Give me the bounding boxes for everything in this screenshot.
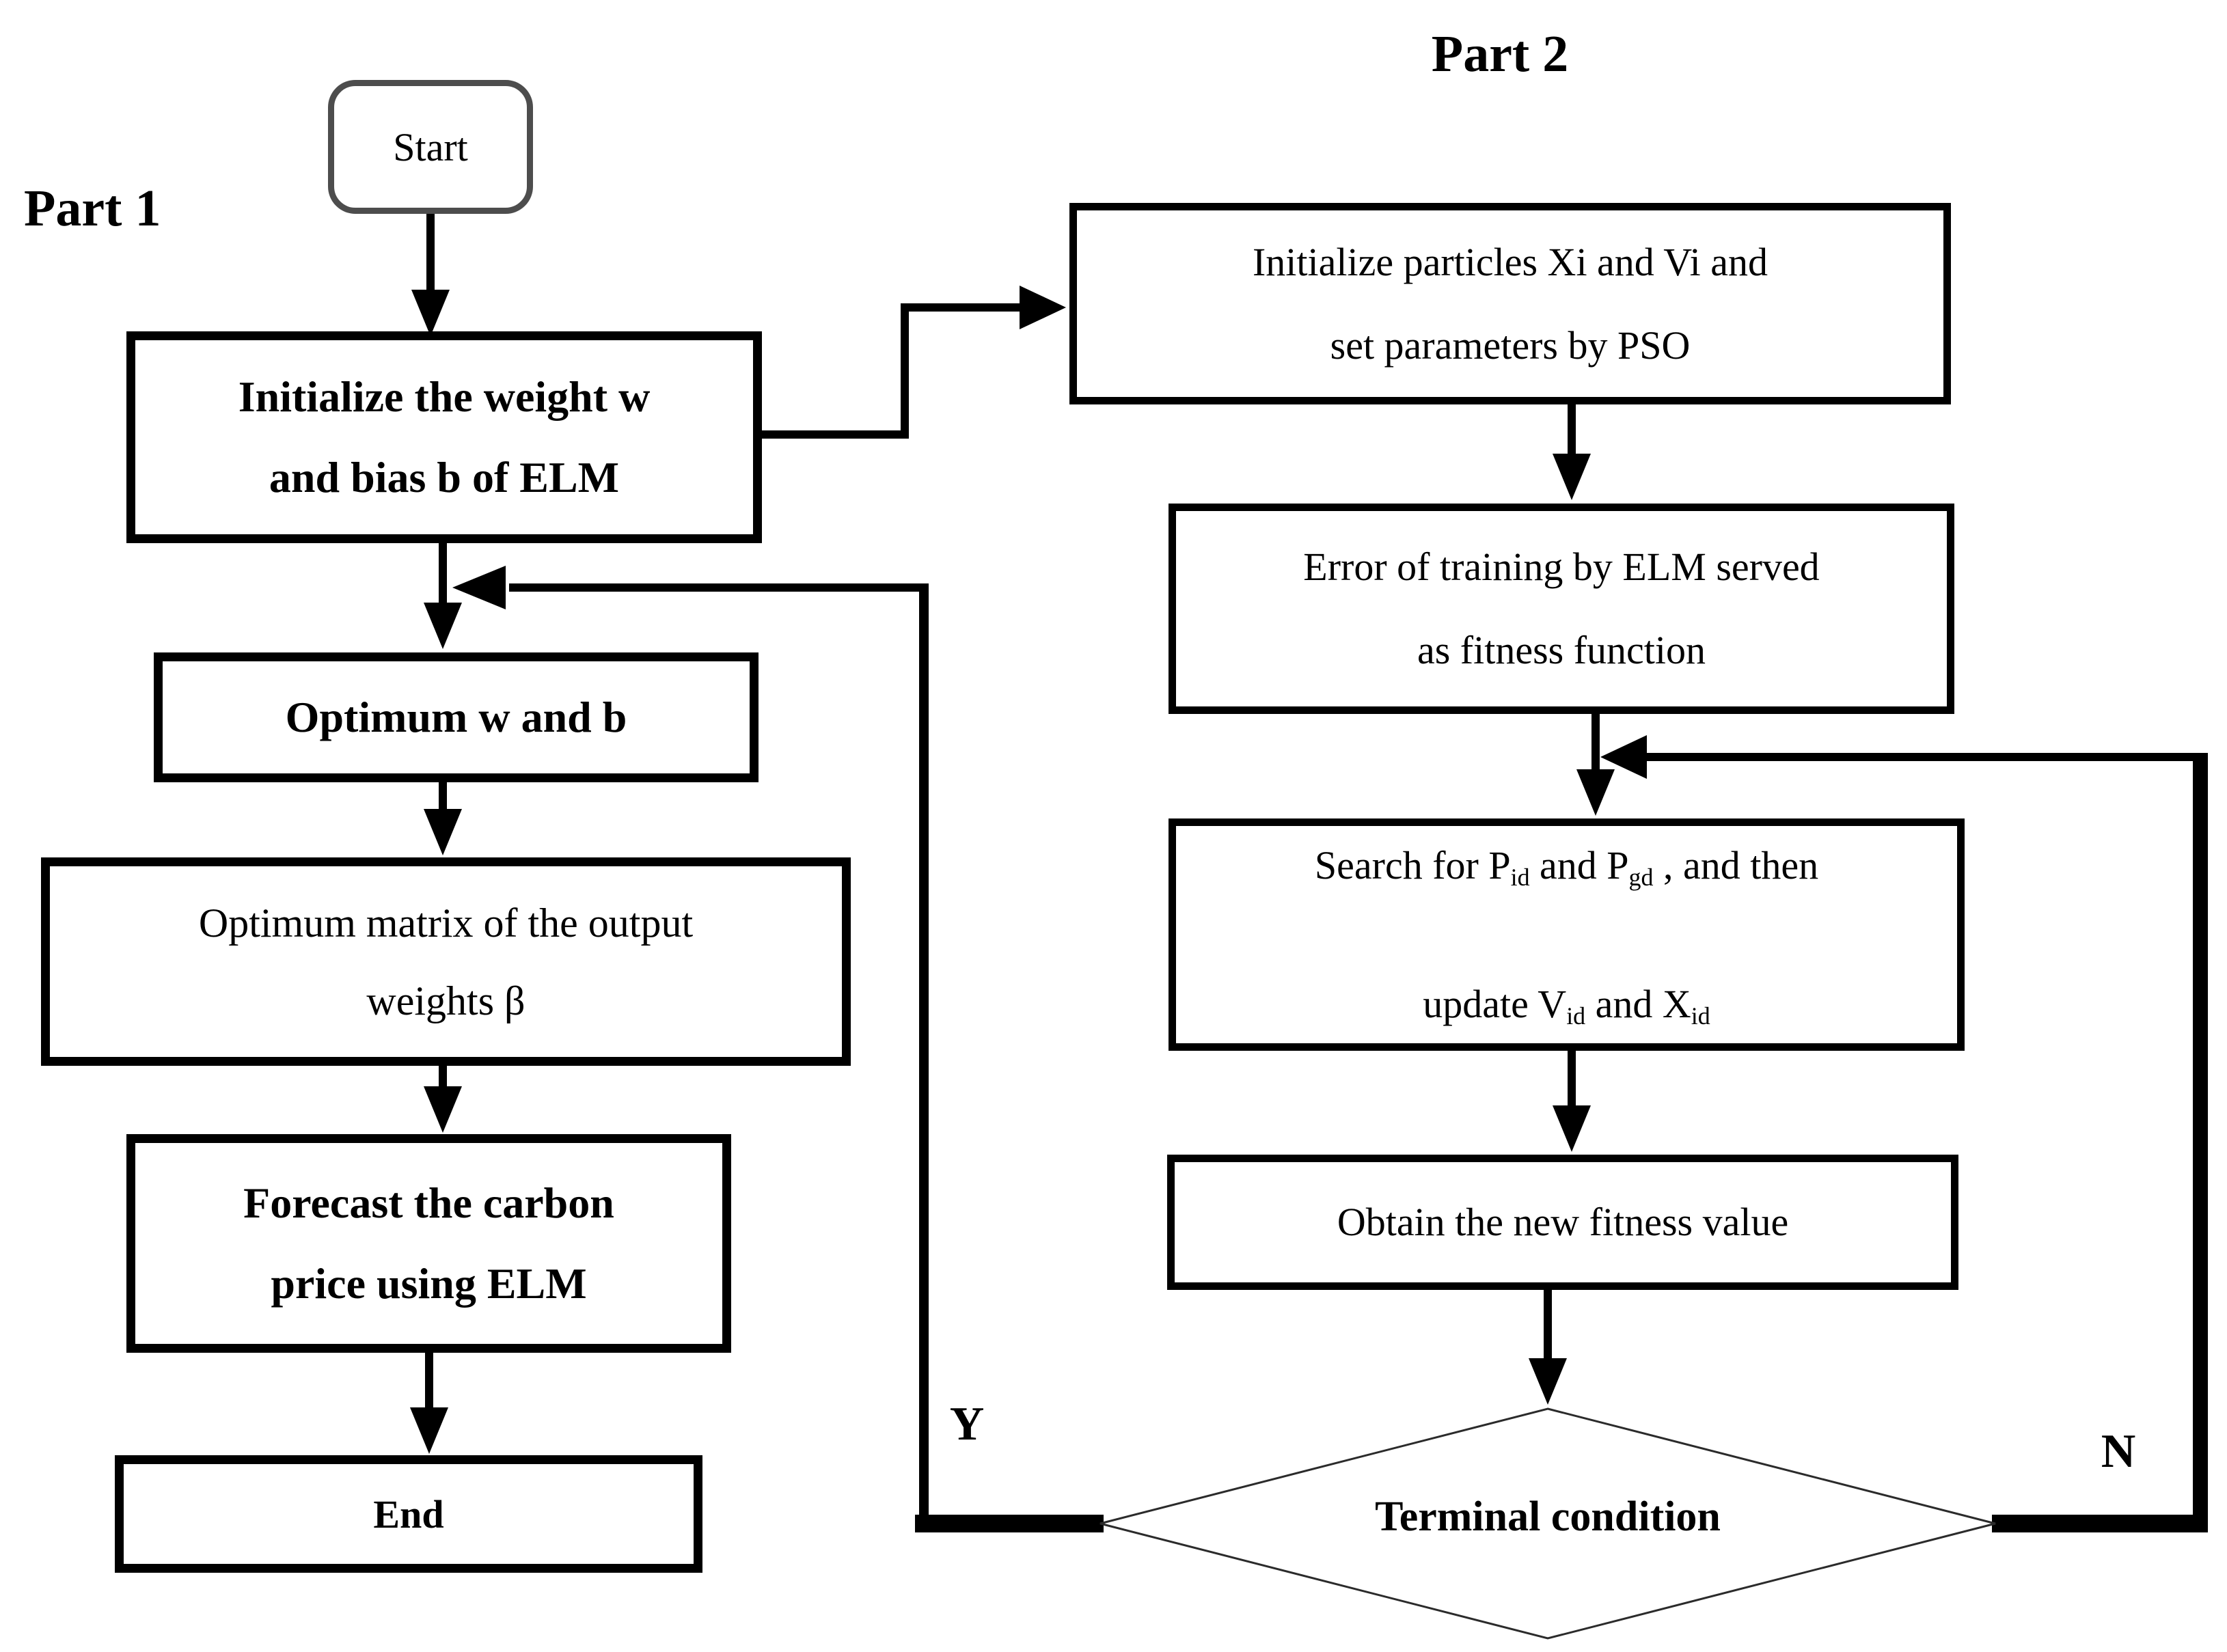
arrowhead-optimum-to-matrix — [424, 809, 462, 855]
optimum-wb-node: Optimum w and b — [154, 652, 759, 782]
obtain-fitness-node: Obtain the new fitness value — [1167, 1155, 1958, 1290]
yes-branch-label: Y — [949, 1398, 985, 1450]
arrowhead-init-to-optimum — [424, 603, 462, 649]
arrowhead-matrix-to-forecast — [424, 1086, 462, 1133]
optimum-matrix-node: Optimum matrix of the output weights β — [41, 857, 851, 1066]
arrowhead-init-to-particles — [1020, 286, 1066, 329]
init-particles-node: Initialize particles Xi and Vi and set p… — [1069, 203, 1951, 404]
terminal-condition-label: Terminal condition — [1375, 1493, 1721, 1540]
init-weights-node: Initialize the weight w and bias b of EL… — [126, 331, 762, 543]
arrowhead-particles-to-error — [1553, 454, 1591, 500]
search-update-line2: update Vid and Xid — [1423, 981, 1710, 1030]
arrowhead-obtain-to-terminal — [1529, 1358, 1567, 1405]
search-update-line1: Search for Pid and Pgd , and then — [1314, 842, 1819, 891]
forecast-node: Forecast the carbon price using ELM — [126, 1134, 731, 1353]
arrowhead-error-to-search — [1576, 769, 1615, 816]
start-node: Start — [328, 80, 533, 214]
part1-label: Part 1 — [24, 180, 161, 237]
part2-label: Part 2 — [1431, 25, 1569, 83]
arrowhead-forecast-to-end — [410, 1407, 448, 1454]
end-node: End — [115, 1455, 702, 1573]
search-update-text: Search for Pid and Pgd , and then update… — [1315, 761, 1818, 1108]
arrowhead-search-to-obtain — [1553, 1105, 1591, 1152]
terminal-condition-diamond — [1099, 1407, 1996, 1640]
no-branch-label: N — [2101, 1425, 2136, 1478]
line-init-to-particles — [762, 303, 1022, 439]
arrowhead-start-to-init — [411, 290, 450, 336]
error-training-node: Error of training by ELM served as fitne… — [1169, 504, 1954, 714]
arrowhead-n-feedback-entry — [1600, 735, 1647, 779]
search-update-node: Search for Pid and Pgd , and then update… — [1169, 818, 1965, 1051]
arrowhead-y-feedback-entry — [452, 566, 506, 609]
